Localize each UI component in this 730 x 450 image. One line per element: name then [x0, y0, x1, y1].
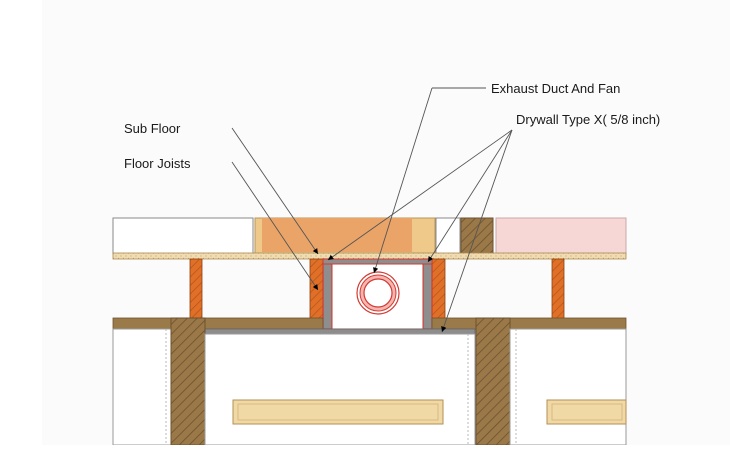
label-subfloor: Sub Floor	[124, 121, 181, 136]
wall-right	[509, 328, 627, 446]
label-joists: Floor Joists	[124, 156, 191, 171]
label-exhaust: Exhaust Duct And Fan	[491, 81, 620, 96]
floor-joist-2	[309, 258, 324, 320]
label-drywall: Drywall Type X( 5/8 inch)	[516, 112, 660, 127]
leader-lines	[231, 87, 513, 333]
leader-subfloor	[231, 127, 319, 255]
sub-floor	[112, 252, 627, 260]
leader-joists	[231, 161, 319, 291]
floor-panel-orange	[262, 218, 412, 252]
floor-joist-4	[551, 258, 565, 320]
floor-block-brown	[460, 217, 494, 255]
floor-joist-1	[189, 258, 203, 320]
lower-beam-left	[112, 317, 324, 330]
floor-gap-white	[435, 217, 461, 255]
floor-panel-left	[112, 217, 254, 255]
duct-ring-icon	[356, 271, 400, 315]
room-below	[204, 333, 476, 446]
column-left	[170, 317, 206, 446]
floor-joist-3	[431, 258, 446, 320]
leader-drywall-3	[441, 129, 513, 333]
leader-drywall-2	[427, 129, 513, 263]
leader-drywall-1	[327, 129, 513, 261]
drywall-wrap-right	[422, 258, 433, 330]
bottom-block-left-inner	[237, 403, 439, 421]
floor-panel-pink	[495, 217, 627, 255]
leader-exhaust	[373, 87, 433, 274]
drywall-wrap-left	[322, 258, 333, 330]
bottom-block-right-inner	[551, 403, 623, 421]
drywall-ceiling	[204, 328, 476, 335]
column-right	[475, 317, 511, 446]
lower-beam-right	[431, 317, 627, 330]
wall-left	[112, 328, 172, 446]
